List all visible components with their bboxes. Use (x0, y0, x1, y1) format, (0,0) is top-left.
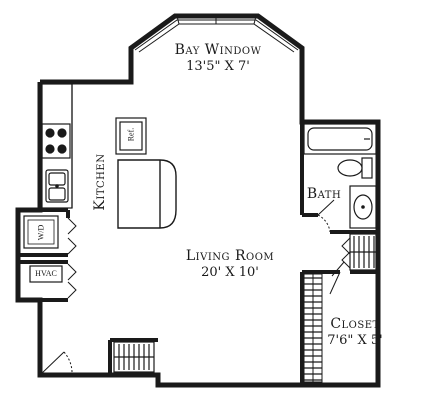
bay-window-glazing (134, 15, 299, 53)
refrigerator (115, 117, 147, 155)
hvac-unit (29, 265, 63, 283)
bath-closet-door (341, 237, 351, 269)
kitchen-island (117, 159, 177, 229)
bathtub (303, 123, 377, 155)
closet-label: Closet (330, 316, 380, 332)
bath-label: Bath (306, 186, 342, 202)
closet-shelving-main (303, 273, 323, 383)
bath-door (317, 199, 335, 233)
washer-dryer-label: W/D (36, 224, 46, 241)
living-room-dims: 20' X 10' (201, 265, 259, 280)
closet-door (329, 261, 345, 295)
kitchen-sink (45, 169, 69, 203)
hvac-door (67, 263, 77, 299)
closet-hatch-main (304, 277, 322, 381)
hvac-label: HVAC (35, 269, 57, 278)
entry-door (39, 351, 73, 376)
wall-perimeter (15, 13, 381, 388)
toilet (337, 157, 373, 179)
cooktop (41, 123, 71, 159)
interior-walls (18, 122, 378, 385)
living-room-label: Living Room (185, 248, 275, 264)
closet-shelving-entry (113, 341, 155, 373)
bay-window-dims: 13'5" X 7' (186, 59, 250, 74)
refrigerator-label: Ref. (126, 127, 136, 142)
exterior-walls (15, 13, 381, 388)
washer-dryer-inner (27, 219, 55, 245)
closet-dims: 7'6" X 5' (327, 333, 383, 348)
washer-dryer-unit (23, 215, 59, 249)
bay-window-label: Bay Window (174, 42, 262, 58)
kitchen-label: Kitchen (91, 153, 108, 211)
wd-closet-door (67, 217, 77, 255)
vanity-sink (349, 185, 377, 229)
closet-shelving-bath (349, 233, 377, 271)
